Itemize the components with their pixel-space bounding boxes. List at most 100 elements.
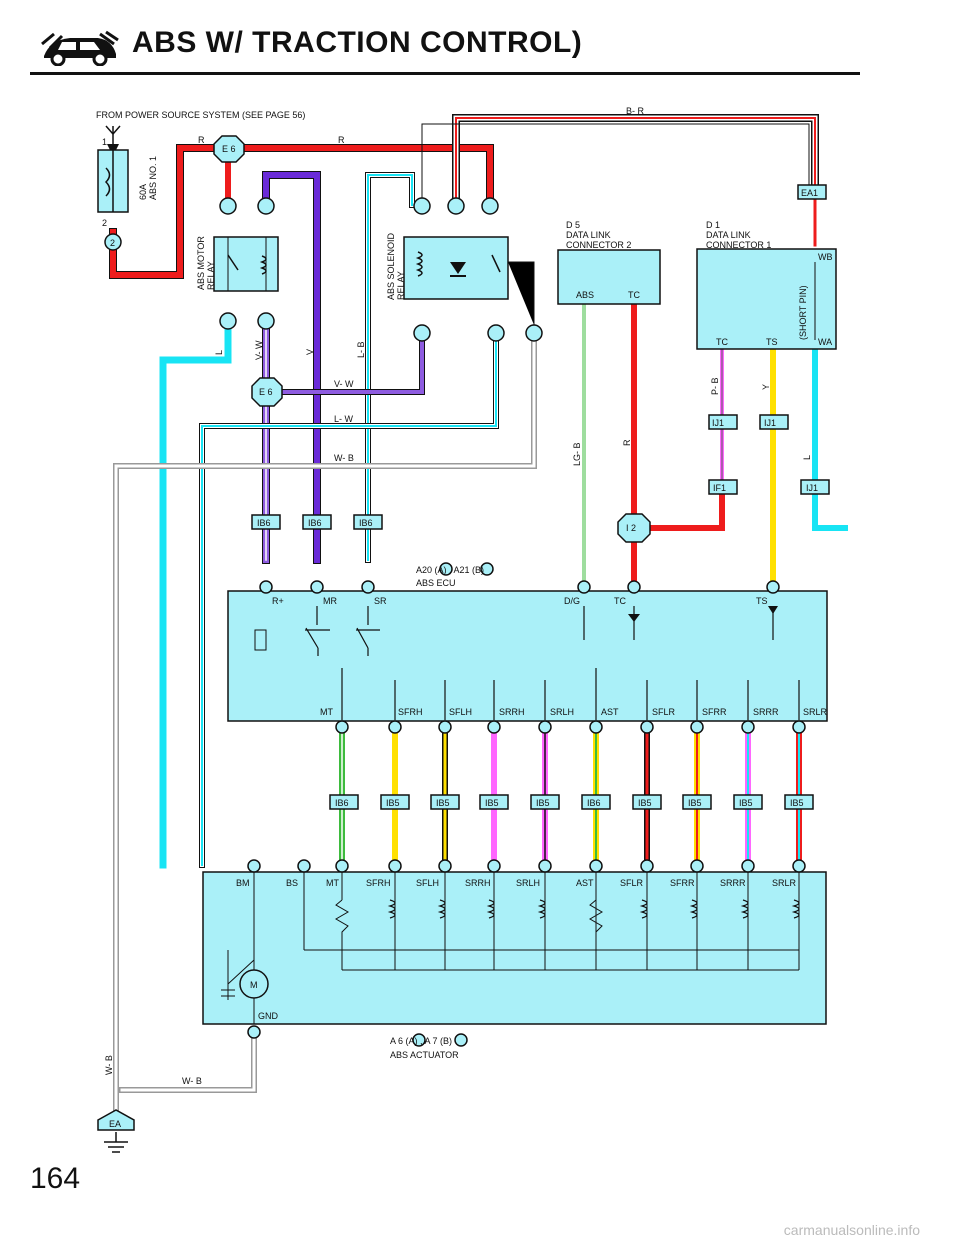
ecu-pin-mt: MT xyxy=(320,707,333,717)
tag-ib5-c: IB5 xyxy=(485,798,499,808)
wire-label-wb-2: W- B xyxy=(104,1055,114,1075)
fuse-label: 60AABS NO. 1 xyxy=(138,156,158,200)
page-number: 164 xyxy=(30,1162,81,1195)
ground-ea xyxy=(97,1109,135,1153)
ecu-pin-srlr: SRLR xyxy=(803,707,828,717)
dlc1-pin-tc: TC xyxy=(716,337,728,347)
ecu-pin-sflh: SFLH xyxy=(449,707,472,717)
actuator-pin-srrh: SRRH xyxy=(465,878,491,888)
ecu-pin-sflr: SFLR xyxy=(652,707,676,717)
actuator-pin-mt: MT xyxy=(326,878,339,888)
abs-motor-relay xyxy=(213,236,279,292)
tag-ib5-b: IB5 xyxy=(436,798,450,808)
wire-br-2 xyxy=(421,123,810,206)
wire-r-if1 xyxy=(641,492,725,531)
header-divider xyxy=(30,72,860,75)
actuator-pin-bs: BS xyxy=(286,878,298,888)
actuator-pin-sflh: SFLH xyxy=(416,878,439,888)
wire-label-r-1: R xyxy=(198,135,205,145)
wire-l-wa xyxy=(812,347,848,531)
tag-ib6-a: IB6 xyxy=(257,518,271,528)
junction-i2-label: I 2 xyxy=(626,523,636,533)
tag-ib5-f: IB5 xyxy=(688,798,702,808)
ecu-pin-tc: TC xyxy=(614,596,626,606)
fuse-conn-label: 2 xyxy=(110,238,115,248)
power-source-note: FROM POWER SOURCE SYSTEM (SEE PAGE 56) xyxy=(96,110,305,120)
abs-ecu xyxy=(227,590,828,722)
page-title: ABS W/ TRACTION CONTROL) xyxy=(132,26,583,59)
tag-ib6-b: IB6 xyxy=(308,518,322,528)
ecu-pin-rplus: R+ xyxy=(272,596,284,606)
watermark: carmanualsonline.info xyxy=(783,1222,920,1238)
tag-ib5-h: IB5 xyxy=(790,798,804,808)
wire-l-bm xyxy=(159,321,232,869)
wire-label-vw: V- W xyxy=(254,340,264,360)
wire-label-r-3: R xyxy=(622,439,632,446)
dlc1-pin-ts: TS xyxy=(766,337,778,347)
ecu-refs: A20 (A) , A21 (B) xyxy=(416,565,484,575)
tag-ib6-c: IB6 xyxy=(359,518,373,528)
actuator-refs: A 6 (A) , A 7 (B) xyxy=(390,1036,452,1046)
actuator-pin-srlh: SRLH xyxy=(516,878,540,888)
wire-label-l: L xyxy=(214,350,224,355)
ecu-pin-dg: D/G xyxy=(564,596,580,606)
wire-label-vw-2: V- W xyxy=(334,379,354,389)
ecu-pin-sr: SR xyxy=(374,596,387,606)
junction-i2 xyxy=(617,513,651,543)
ecu-pin-ts: TS xyxy=(756,596,768,606)
fuse-pin-top: 1 xyxy=(102,137,107,147)
ecu-pin-srlh: SRLH xyxy=(550,707,574,717)
abs-solenoid-relay xyxy=(403,236,535,325)
dlc2-ref: D 5 xyxy=(566,220,580,230)
wire-label-lw: L- W xyxy=(334,414,354,424)
car-logo-icon xyxy=(41,30,119,66)
dlc1-short-pin: (SHORT PIN) xyxy=(798,285,808,340)
dlc1-pin-wb: WB xyxy=(818,252,833,262)
actuator-pin-sflr: SFLR xyxy=(620,878,644,888)
tag-ib6-e: IB6 xyxy=(587,798,601,808)
ecu-pin-srrr: SRRR xyxy=(753,707,779,717)
wire-label-lgb: LG- B xyxy=(572,442,582,466)
data-link-connector-1 xyxy=(696,248,837,350)
tag-ib6-d: IB6 xyxy=(335,798,349,808)
data-link-connector-2 xyxy=(557,249,661,305)
diagram-labels: FROM POWER SOURCE SYSTEM (SEE PAGE 56) 1… xyxy=(96,106,833,1129)
ecu-pin-sfrh: SFRH xyxy=(398,707,423,717)
actuator-pin-sfrh: SFRH xyxy=(366,878,391,888)
junction-e6-top-label: E 6 xyxy=(222,144,236,154)
wire-label-lb: L- B xyxy=(356,341,366,358)
wire-label-r-2: R xyxy=(338,135,345,145)
actuator-pin-sfrr: SFRR xyxy=(670,878,695,888)
junction-e6-mid xyxy=(251,377,283,407)
dlc2-pin-abs: ABS xyxy=(576,290,594,300)
wire-label-y: Y xyxy=(761,384,771,390)
wire-label-v: V xyxy=(305,349,315,355)
actuator-pin-srlr: SRLR xyxy=(772,878,797,888)
tag-ij1-a: IJ1 xyxy=(712,418,724,428)
actuator-pin-bm: BM xyxy=(236,878,250,888)
abs-actuator xyxy=(202,871,827,1025)
actuator-pins xyxy=(247,859,806,1047)
tag-ib5-a: IB5 xyxy=(386,798,400,808)
tag-ib5-e: IB5 xyxy=(638,798,652,808)
actuator-pin-ast: AST xyxy=(576,878,594,888)
actuator-name: ABS ACTUATOR xyxy=(390,1050,459,1060)
actuator-pin-srrr: SRRR xyxy=(720,878,746,888)
ecu-pin-srrh: SRRH xyxy=(499,707,525,717)
solenoid-relay-label: ABS SOLENOIDRELAY xyxy=(386,232,406,300)
connector-tags xyxy=(251,184,830,810)
fuse-abs-no1 xyxy=(97,125,129,251)
junction-e6-top xyxy=(213,135,245,163)
junction-e6-mid-label: E 6 xyxy=(259,387,273,397)
wire-br xyxy=(452,114,819,209)
ecu-bottom-circuits xyxy=(341,668,800,720)
fuse-pin-bottom: 2 xyxy=(102,218,107,228)
wire-label-br: B- R xyxy=(626,106,645,116)
ecu-pin-mr: MR xyxy=(323,596,337,606)
actuator-motor: M xyxy=(250,980,258,990)
wire-label-pb: P- B xyxy=(710,377,720,395)
wire-label-wb-3: W- B xyxy=(182,1076,202,1086)
dlc2-pin-tc: TC xyxy=(628,290,640,300)
